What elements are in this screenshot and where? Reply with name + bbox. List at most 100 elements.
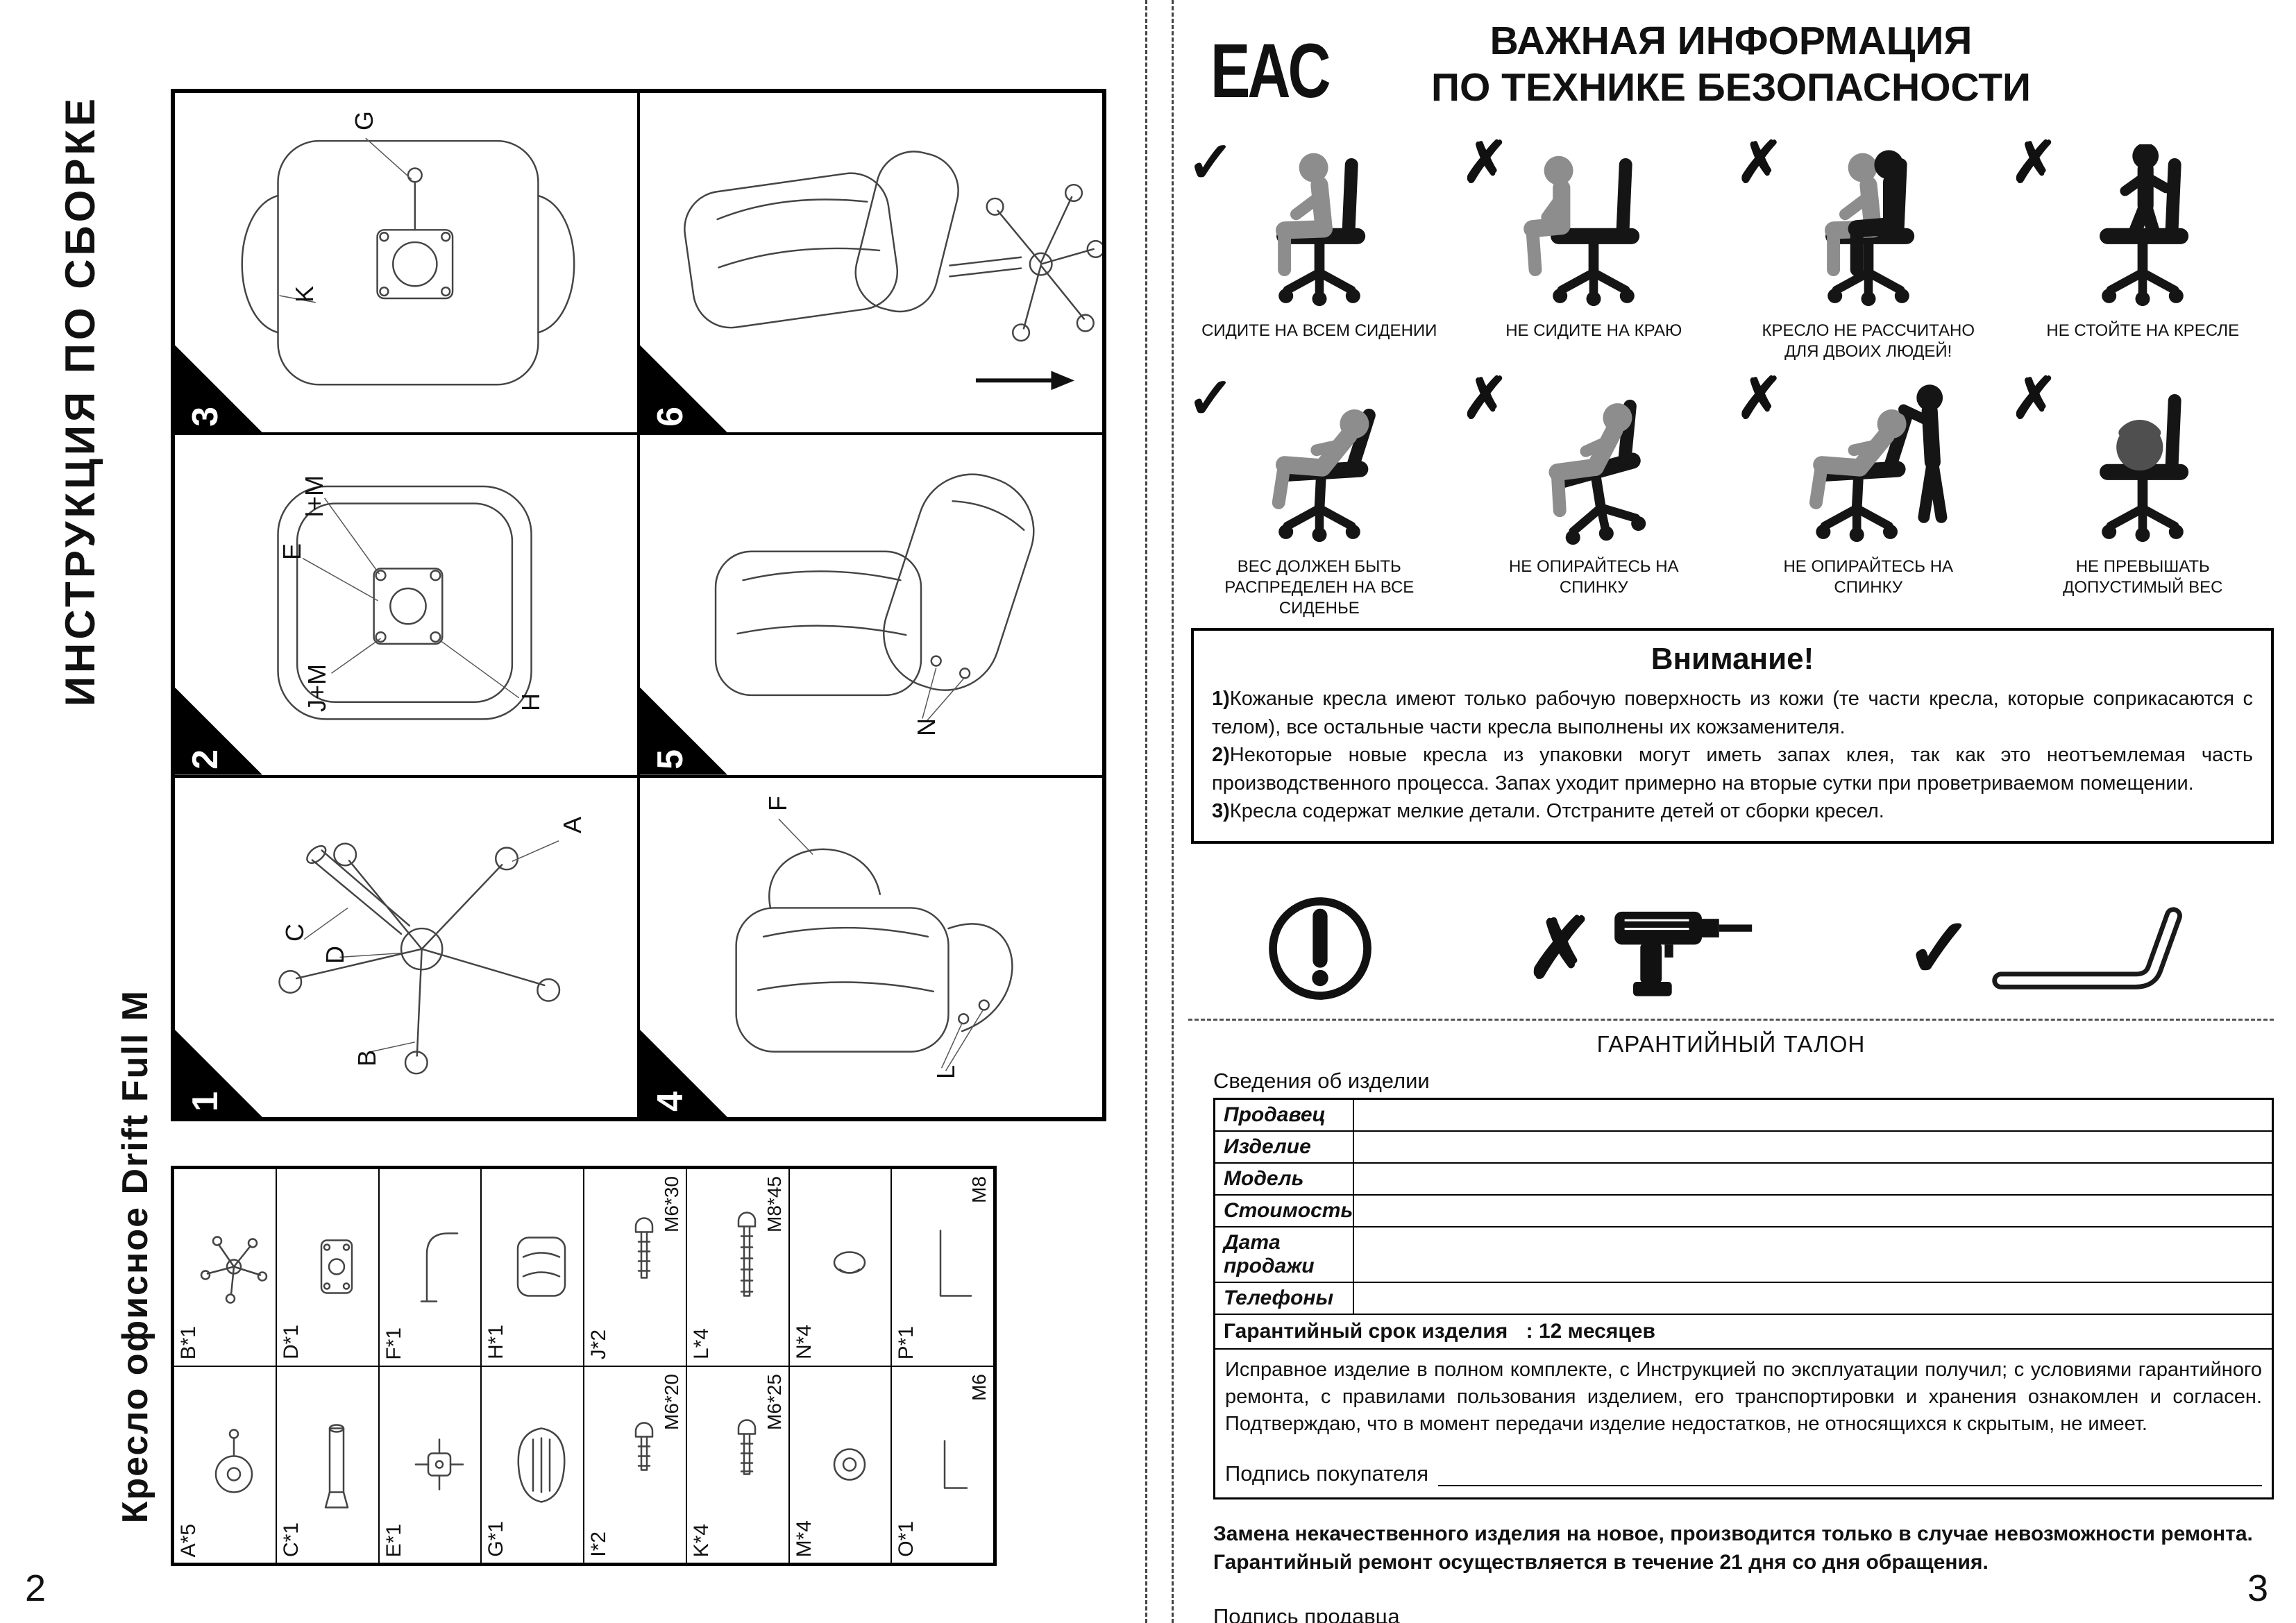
row-value-blank[interactable]	[1354, 1100, 2272, 1130]
assembly-title-text: ИНСТРУКЦИЯ ПО СБОРКЕ	[56, 94, 103, 707]
part-label: E*1	[382, 1523, 405, 1557]
row-value-blank[interactable]	[1354, 1132, 2272, 1162]
safety-pictogram-grid: ✓ СИДИТЕ НА ВСЕМ СИДЕНИИ ✗ НЕ СИДИТЕ НА …	[1184, 135, 2279, 619]
step-number: 6	[650, 407, 691, 427]
safety-item: ✗ КРЕСЛО НЕ РАССЧИТАНО ДЛЯ ДВОИХ ЛЮДЕЙ!	[1733, 135, 2004, 362]
step-3-panel: G K 3	[174, 92, 639, 434]
seller-signature-line[interactable]	[1410, 1606, 2274, 1623]
row-label: Телефоны	[1215, 1283, 1354, 1314]
part-label: A*5	[177, 1523, 200, 1557]
part-cell: B*1	[174, 1169, 276, 1366]
backrest-icon	[517, 1427, 566, 1503]
warranty-term-row: Гарантийный срок изделия : 12 месяцев	[1215, 1315, 2272, 1350]
safety-title: ВАЖНАЯ ИНФОРМАЦИЯ ПО ТЕХНИКЕ БЕЗОПАСНОСТ…	[1188, 18, 2274, 112]
step-6-diagram	[684, 151, 1102, 391]
safety-caption: НЕ СИДИТЕ НА КРАЮ	[1505, 321, 1682, 340]
part-cell: L*4 M8*45	[686, 1169, 789, 1366]
part-ref-label: H	[516, 693, 545, 712]
hex-key-icon	[944, 1439, 968, 1489]
safety-caption: СИДИТЕ НА ВСЕМ СИДЕНИИ	[1201, 321, 1437, 340]
washer-icon	[833, 1447, 866, 1481]
attention-item-text: Кожаные кресла имеют только рабочую пове…	[1212, 688, 2253, 738]
part-label: C*1	[279, 1522, 303, 1557]
warranty-term-value: : 12 месяцев	[1526, 1320, 1655, 1343]
part-label: L*4	[689, 1328, 713, 1360]
screw-icon	[634, 1421, 654, 1471]
drill-icon	[1614, 911, 1753, 996]
row-label: Изделие	[1215, 1132, 1354, 1162]
part-ref-label: E	[278, 543, 306, 561]
step-5-panel: N 5	[639, 434, 1104, 776]
check-mark-icon: ✓	[1187, 367, 1235, 430]
parts-table: B*1 D*1 F*1	[171, 1166, 997, 1566]
part-label: H*1	[484, 1325, 508, 1360]
push-backrest-pictogram	[1781, 380, 1956, 555]
safety-item: ✗ НЕ СТОЙТЕ НА КРЕСЛЕ	[2008, 135, 2279, 362]
warranty-section: Продавец Изделие Модель Стоимость Дата п…	[1213, 1098, 2274, 1623]
cross-mark-icon: ✗	[1736, 367, 1784, 430]
table-row: Продавец	[1215, 1100, 2272, 1132]
buyer-signature-label: Подпись покупателя	[1225, 1461, 1429, 1486]
product-title-text: Кресло офисное Drift Full M	[115, 989, 155, 1524]
part-cell: K*4 M6*25	[686, 1366, 789, 1563]
attention-item: 1)Кожаные кресла имеют только рабочую по…	[1212, 685, 2253, 741]
sit-on-edge-pictogram	[1506, 144, 1681, 319]
safety-item: ✓ СИДИТЕ НА ВСЕМ СИДЕНИИ	[1184, 135, 1455, 362]
dashed-divider	[1188, 1019, 2274, 1021]
cross-mark-icon: ✗	[1736, 131, 1784, 194]
warranty-title: ГАРАНТИЙНЫЙ ТАЛОН	[1596, 1031, 1866, 1057]
step-2-diagram	[277, 486, 532, 720]
armrest-icon	[420, 1232, 458, 1302]
cross-mark-icon: ✗	[2010, 131, 2059, 194]
cross-mark-icon: ✗	[1461, 367, 1510, 430]
table-row: Модель	[1215, 1164, 2272, 1196]
fold-line	[1172, 0, 1174, 1623]
step-number: 3	[185, 407, 226, 427]
step-number: 4	[650, 1091, 691, 1112]
attention-item-number: 2)	[1212, 744, 1230, 767]
part-label: N*4	[792, 1325, 816, 1360]
part-cell: A*5	[174, 1366, 276, 1563]
row-label: Дата продажи	[1215, 1227, 1354, 1282]
hex-key-icon	[940, 1230, 972, 1297]
tools-row: ✗ ✓	[1188, 883, 2274, 1014]
buyer-signature-line[interactable]	[1438, 1463, 2262, 1487]
row-label: Продавец	[1215, 1100, 1354, 1130]
part-label: D*1	[279, 1325, 303, 1360]
part-cell: J*2 M6*30	[584, 1169, 686, 1366]
row-value-blank[interactable]	[1354, 1283, 2272, 1314]
screw-icon	[737, 1212, 756, 1297]
part-label: B*1	[177, 1326, 200, 1360]
row-label: Стоимость	[1215, 1196, 1354, 1226]
fold-line	[1145, 0, 1147, 1623]
assembly-steps-grid: G K 3 6	[171, 89, 1106, 1121]
part-cell: H*1	[481, 1169, 584, 1366]
check-mark-icon: ✓	[1905, 902, 1975, 995]
stand-on-chair-pictogram	[2055, 144, 2230, 319]
part-cell: M*4	[788, 1366, 892, 1563]
part-ref-label: J+M	[303, 664, 331, 713]
step-4-panel: F L 4	[639, 776, 1104, 1119]
part-cell: I*2 M6*20	[584, 1366, 686, 1563]
part-ref-label: N	[912, 718, 940, 737]
product-title: Кресло офисное Drift Full M	[104, 949, 167, 1563]
cap-icon	[833, 1251, 866, 1274]
row-value-blank[interactable]	[1354, 1227, 2272, 1282]
warranty-table: Продавец Изделие Модель Стоимость Дата п…	[1213, 1098, 2274, 1500]
attention-item: 3)Кресла содержат мелкие детали. Отстран…	[1212, 797, 2253, 826]
part-ref-label: A	[558, 816, 586, 833]
safety-caption: НЕ ПРЕВЫШАТЬ ДОПУСТИМЫЙ ВЕС	[2063, 557, 2223, 597]
row-value-blank[interactable]	[1354, 1196, 2272, 1226]
part-label: J*2	[587, 1329, 610, 1360]
attention-item-number: 1)	[1212, 688, 1230, 710]
safety-item: ✗ НЕ ОПИРАЙТЕСЬ НА СПИНКУ	[1459, 371, 1730, 619]
page-number-right: 3	[2247, 1567, 2269, 1609]
agreement-block: Исправное изделие в полном комплекте, с …	[1215, 1350, 2272, 1497]
hex-key-icon	[1992, 906, 2182, 989]
row-value-blank[interactable]	[1354, 1164, 2272, 1194]
step-3-diagram	[241, 137, 575, 386]
safety-item: ✗ НЕ ПРЕВЫШАТЬ ДОПУСТИМЫЙ ВЕС	[2008, 371, 2279, 619]
replacement-note-line1: Замена некачественного изделия на новое,…	[1213, 1522, 2253, 1546]
max-weight-pictogram	[2055, 380, 2230, 555]
